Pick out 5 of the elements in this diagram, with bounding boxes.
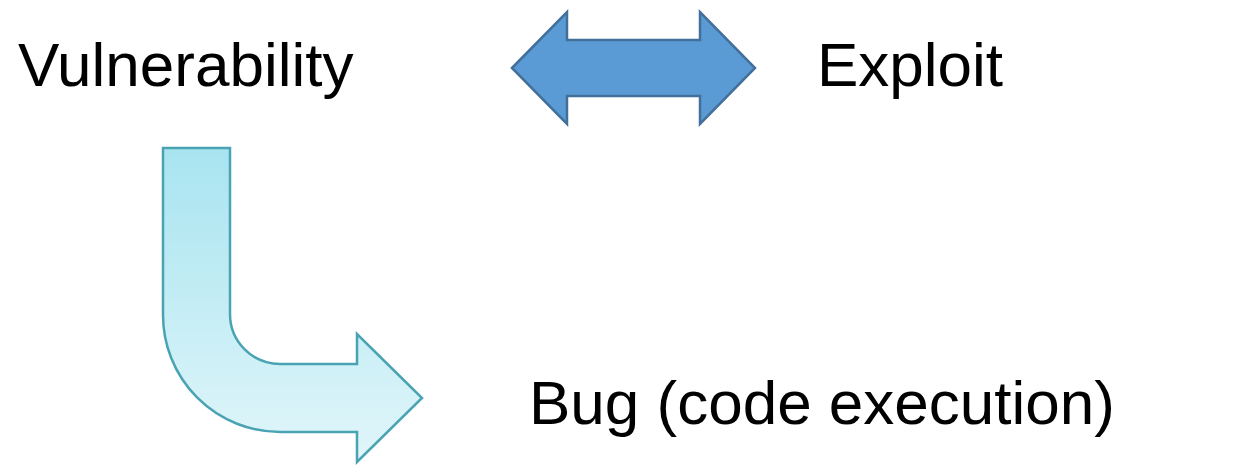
- block-arrow: [161, 146, 424, 464]
- node-label: Exploit: [817, 30, 1004, 100]
- block-arrow: [510, 8, 757, 128]
- node-label: Bug (code execution): [529, 368, 1115, 438]
- node-label: Vulnerability: [18, 30, 354, 100]
